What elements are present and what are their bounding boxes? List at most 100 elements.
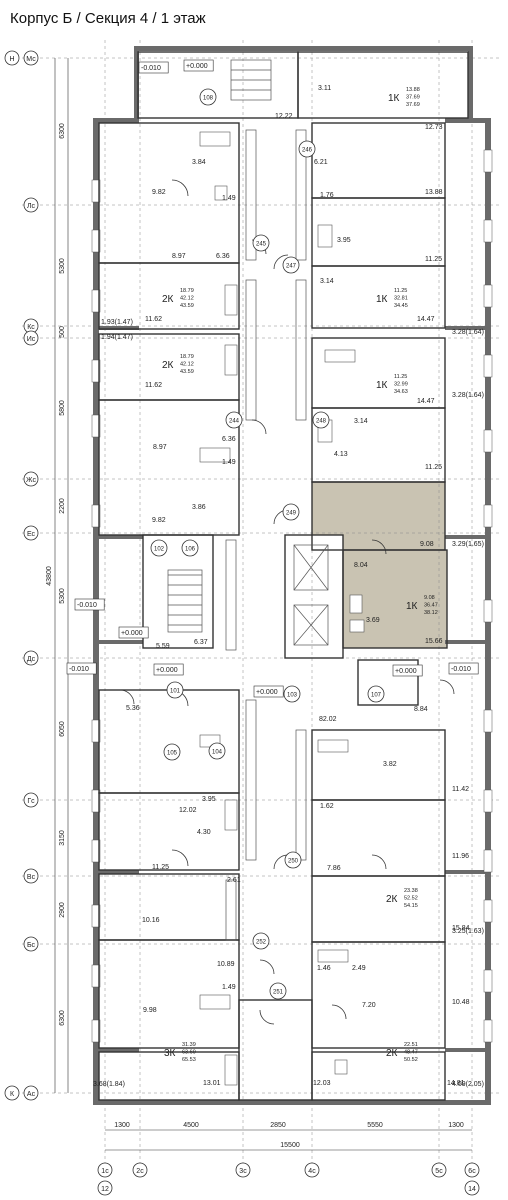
room-area: 13.88 bbox=[425, 189, 443, 196]
room-area: 3.82 bbox=[383, 761, 397, 768]
room-area: 9.98 bbox=[143, 1007, 157, 1014]
room-number-circle: 103 bbox=[283, 685, 301, 703]
apartment-total-area: 36.47 bbox=[424, 603, 438, 609]
dimension-left: 6300 bbox=[59, 1010, 66, 1026]
room-number-circle: 106 bbox=[181, 539, 199, 557]
plan-title: Корпус Б / Секция 4 / 1 этаж bbox=[10, 10, 206, 27]
room-area: 8.97 bbox=[153, 444, 167, 451]
dimension-bottom: 4500 bbox=[183, 1122, 199, 1129]
apartment-living-area: 31.39 bbox=[182, 1042, 196, 1048]
room-area: 1.93(1.47) bbox=[101, 319, 133, 326]
room-number: 251 bbox=[273, 990, 284, 996]
level-value: +0.000 bbox=[121, 630, 143, 637]
dimension-bottom: 1300 bbox=[448, 1122, 464, 1129]
dimension-bottom: 2850 bbox=[270, 1122, 286, 1129]
room-area: 11.96 bbox=[452, 853, 469, 860]
room-number: 107 bbox=[371, 693, 382, 699]
apartment-total-area-with-balcony: 38.12 bbox=[424, 610, 438, 616]
room-area: 3.95 bbox=[202, 796, 216, 803]
room-number: 244 bbox=[229, 419, 240, 425]
room-area: 3.28(1.64) bbox=[452, 329, 484, 336]
room-area: 6.21 bbox=[314, 159, 328, 166]
room-area: 3.84 bbox=[192, 159, 206, 166]
axis-marker-sub: 14 bbox=[464, 1180, 480, 1196]
apartment-total-area-with-balcony: 50.52 bbox=[404, 1057, 418, 1063]
room-area: 14.47 bbox=[417, 398, 435, 405]
highlighted-apartment[interactable] bbox=[312, 482, 447, 648]
apartment-total-area: 37.69 bbox=[406, 95, 420, 101]
axis-marker-bottom: 1с bbox=[97, 1162, 113, 1178]
room-number: 105 bbox=[167, 751, 178, 757]
axis-label: 3с bbox=[239, 1168, 247, 1175]
room-area: 14.47 bbox=[417, 316, 435, 323]
axis-marker-left: Дс bbox=[23, 650, 39, 666]
axis-marker-bottom: 4с bbox=[304, 1162, 320, 1178]
room-area: 4.09(2.05) bbox=[452, 1081, 484, 1088]
apartment-total-area-with-balcony: 54.15 bbox=[404, 903, 418, 909]
axis-label: 14 bbox=[468, 1186, 476, 1193]
room-area: 6.36 bbox=[222, 436, 236, 443]
room-area: 5.36 bbox=[126, 705, 140, 712]
apartment-type: 1К bbox=[388, 93, 400, 104]
axis-marker-left: Ас bbox=[23, 1085, 39, 1101]
room-area: 12.73 bbox=[425, 124, 443, 131]
dimension-total-bottom: 15500 bbox=[280, 1142, 300, 1149]
room-number-circle: 250 bbox=[284, 851, 302, 869]
room-area: 1.49 bbox=[222, 195, 236, 202]
room-area: 11.25 bbox=[425, 256, 442, 263]
level-mark: +0.000 bbox=[253, 685, 284, 698]
room-area: 12.22 bbox=[275, 113, 293, 120]
room-area: 1.76 bbox=[320, 192, 334, 199]
room-number: 245 bbox=[256, 242, 267, 248]
room-area: 9.82 bbox=[152, 517, 166, 524]
room-area: 11.42 bbox=[452, 786, 469, 793]
room-area: 82.02 bbox=[319, 716, 337, 723]
level-marks: -0.010+0.000-0.010+0.000-0.010+0.000+0.0… bbox=[66, 59, 479, 698]
room-number: 104 bbox=[212, 750, 223, 756]
room-area: 3.11 bbox=[318, 85, 331, 92]
room-area: 3.25(1.63) bbox=[452, 928, 484, 935]
level-value: +0.000 bbox=[156, 667, 178, 674]
dimension-bottom: 5550 bbox=[367, 1122, 383, 1129]
room-number: 106 bbox=[185, 547, 196, 553]
room-area: 10.48 bbox=[452, 999, 470, 1006]
axis-label: 4с bbox=[308, 1168, 316, 1175]
dimension-left: 6300 bbox=[59, 123, 66, 139]
axis-marker-left: Ес bbox=[23, 525, 39, 541]
room-number-circle: 102 bbox=[150, 539, 168, 557]
dimension-bottom: 1300 bbox=[114, 1122, 130, 1129]
apartment-total-area-with-balcony: 43.59 bbox=[180, 369, 194, 375]
room-number-circle: 244 bbox=[225, 411, 243, 429]
room-area: 3.14 bbox=[320, 278, 334, 285]
level-mark: +0.000 bbox=[183, 59, 214, 72]
room-number-circle: 251 bbox=[269, 982, 287, 1000]
room-number-circle: 104 bbox=[208, 742, 226, 760]
apartment-total-area: 63.69 bbox=[182, 1050, 196, 1056]
room-number-circle: 245 bbox=[252, 234, 270, 252]
room-area: 10.16 bbox=[142, 917, 160, 924]
room-number: 108 bbox=[203, 96, 214, 102]
room-area: 1.62 bbox=[320, 803, 334, 810]
room-area: 15.84 bbox=[452, 925, 470, 932]
apartment-total-area-with-balcony: 37.69 bbox=[406, 102, 420, 108]
room-area-labels: 3.11 12.22 12.73 6.21 3.84 1.76 13.88 9.82 1.49 3… bbox=[93, 85, 484, 1088]
axis-marker-bottom: 5с bbox=[431, 1162, 447, 1178]
axis-marker-left: Н bbox=[4, 50, 20, 66]
room-area: 8.84 bbox=[414, 706, 428, 713]
axis-marker-bottom: 3с bbox=[235, 1162, 251, 1178]
apartment-type: 2К bbox=[386, 894, 398, 905]
axis-label: Ас bbox=[27, 1091, 36, 1098]
apartment-living-area: 13.88 bbox=[406, 87, 420, 93]
level-value: +0.000 bbox=[186, 63, 208, 70]
room-area: 3.95 bbox=[337, 237, 351, 244]
axis-label: Бс bbox=[27, 942, 36, 949]
room-number-circle: 252 bbox=[252, 932, 270, 950]
axis-label: 2с bbox=[136, 1168, 144, 1175]
